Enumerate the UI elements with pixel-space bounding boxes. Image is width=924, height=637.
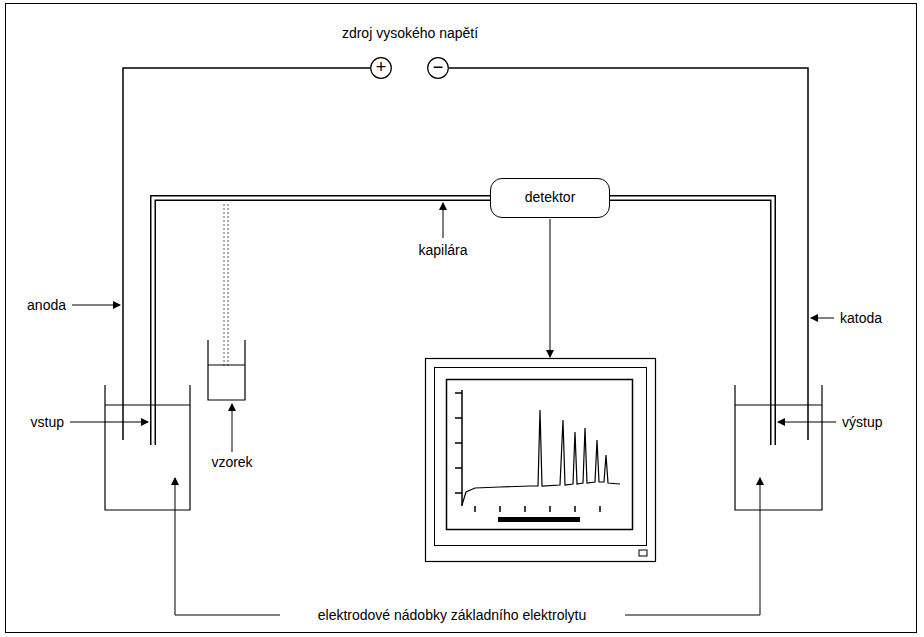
terminal-sign: − (433, 58, 444, 78)
detector-box: detektor (490, 178, 610, 218)
vessels-label: elektrodové nádobky základního elektroly… (316, 607, 589, 624)
capillary-label: kapilára (416, 242, 469, 259)
inlet-label: vstup (29, 414, 66, 431)
terminal-sign: + (376, 58, 387, 78)
electrode-vessel-right (735, 385, 822, 510)
electrode-vessel-left (105, 385, 190, 510)
monitor (426, 359, 656, 562)
sample-vial (208, 204, 245, 400)
frame (6, 4, 917, 633)
anode-wire (123, 68, 370, 440)
outlet-label: výstup (840, 414, 884, 431)
leader-lines (70, 203, 836, 615)
node-label: detektor (525, 190, 576, 205)
power-source-label: zdroj vysokého napětí (340, 25, 480, 42)
terminal-minus: − (427, 57, 449, 79)
cathode-label: katoda (838, 310, 884, 327)
terminal-plus: + (370, 57, 392, 79)
sample-label: vzorek (209, 454, 254, 471)
anode-label: anoda (25, 297, 68, 314)
